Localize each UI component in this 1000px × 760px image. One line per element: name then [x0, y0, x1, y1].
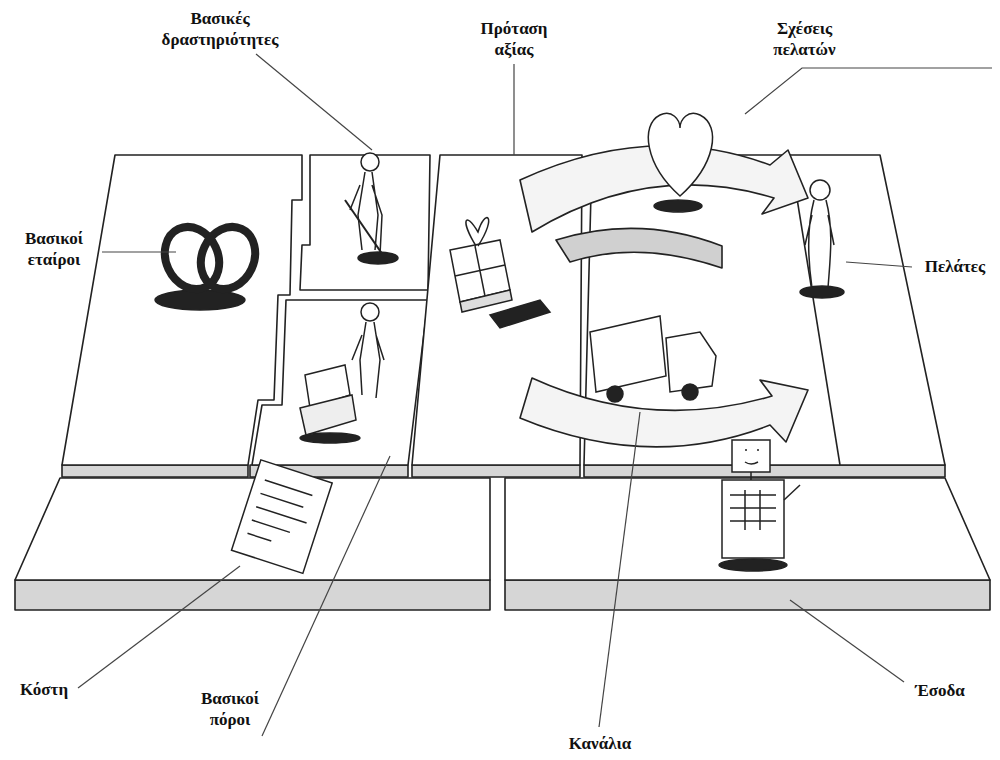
callout-label: Βασικοί πόροι	[190, 688, 270, 730]
arc-arrows	[520, 146, 808, 447]
leader-lines	[78, 54, 992, 736]
callout-label: Έσοδα	[900, 680, 980, 701]
callout-label: Σχέσεις πελατών	[752, 18, 857, 60]
callout-label: Βασικοί εταίροι	[8, 228, 100, 270]
callout-label: Κανάλια	[555, 733, 645, 754]
icons	[155, 113, 844, 573]
callout-label: Πελάτες	[915, 256, 995, 277]
callout-label: Πρόταση αξίας	[464, 18, 564, 60]
callout-label: Κόστη	[12, 679, 76, 700]
callout-label: Βασικές δραστηριότητες	[155, 8, 285, 50]
platform	[15, 155, 990, 610]
